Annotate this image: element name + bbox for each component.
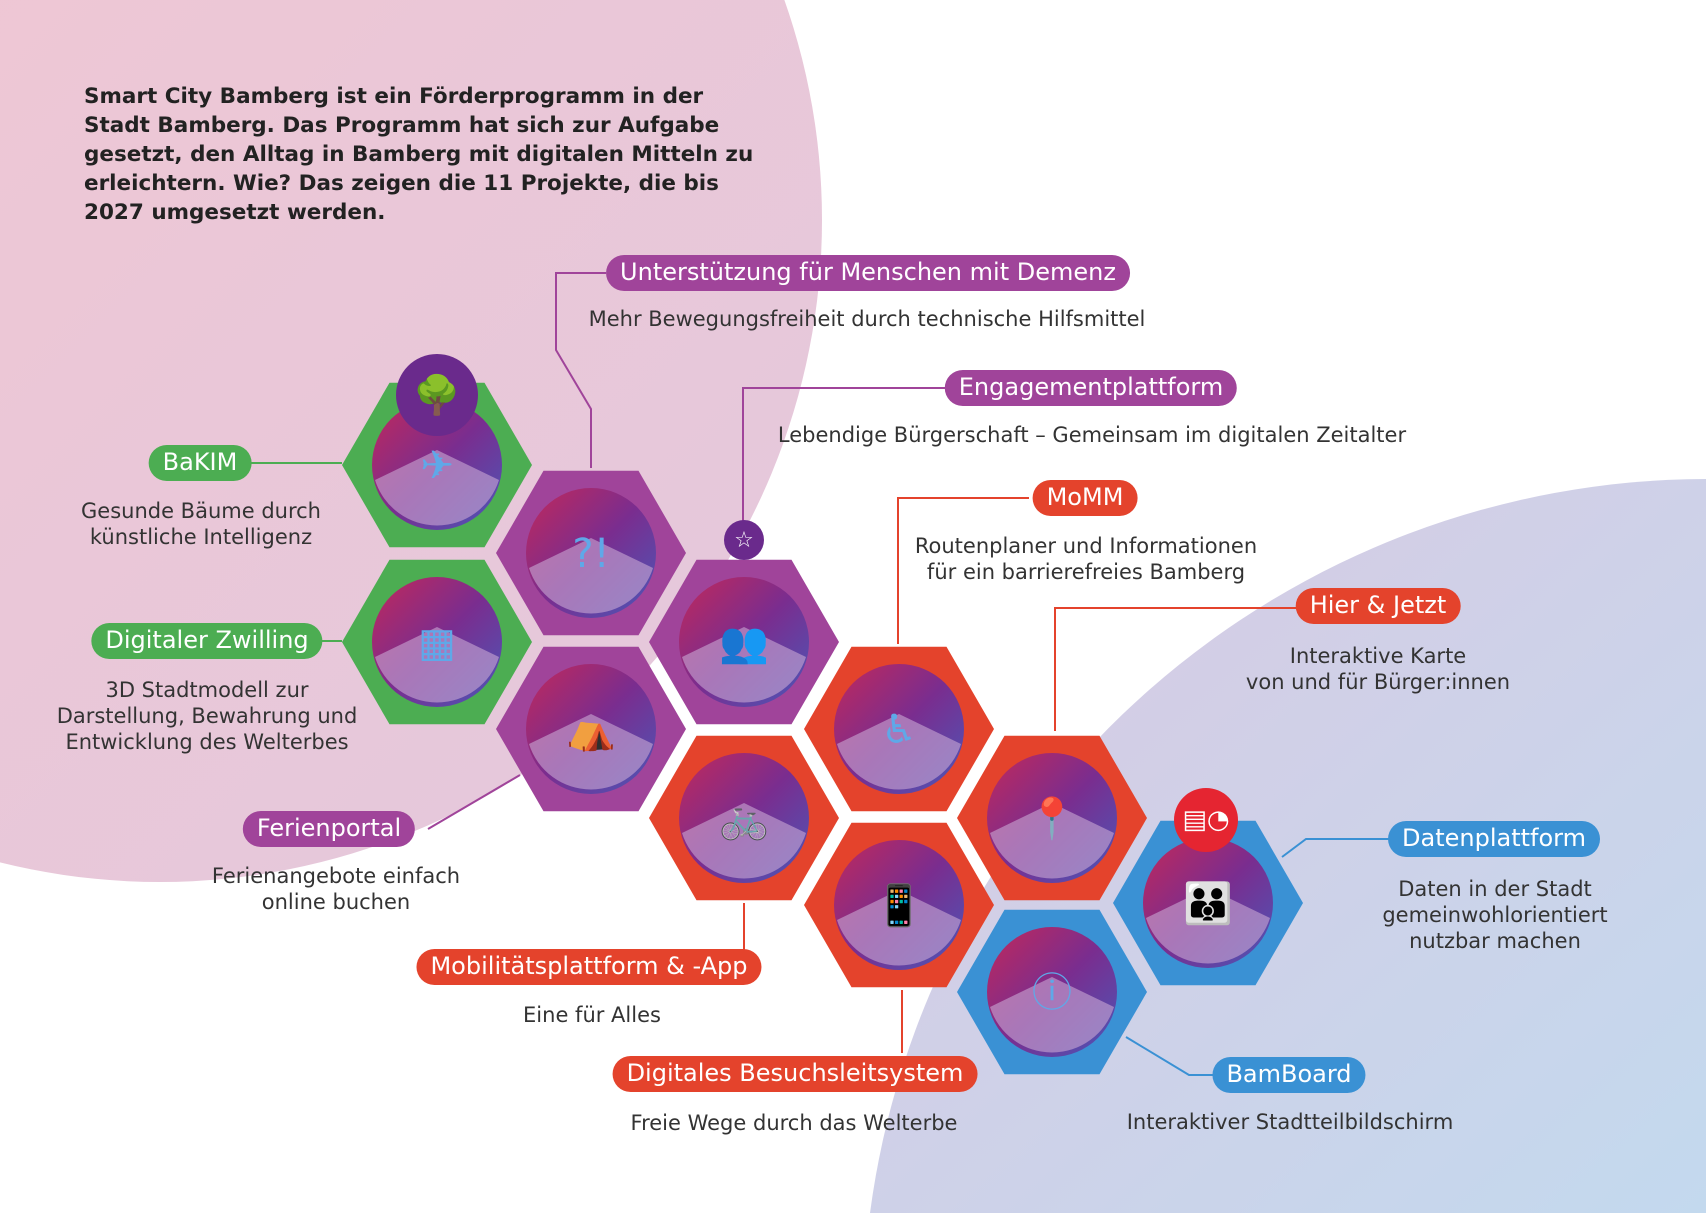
illustration-floor — [682, 627, 806, 703]
tree-check-icon: 🌳 — [396, 354, 478, 436]
intro-text: Smart City Bamberg ist ein Förderprogram… — [84, 84, 754, 225]
illustration-floor — [1146, 888, 1270, 964]
illustration-floor — [837, 714, 961, 790]
desc-demenz: Mehr Bewegungsfreiheit durch technische … — [588, 307, 1146, 331]
illustration-floor — [529, 714, 653, 790]
label-besuchsleitsystem[interactable]: Digitales Besuchsleitsystem — [612, 1056, 978, 1092]
illustration-floor — [990, 803, 1114, 879]
desc-mobilitaetsplattform: Eine für Alles — [523, 1003, 661, 1027]
drone-icon: ✈ — [420, 443, 454, 489]
star-icon: ☆ — [724, 520, 764, 560]
label-bakim[interactable]: BaKIM — [148, 445, 252, 481]
hexagon-momm[interactable]: ♿ — [804, 646, 994, 812]
label-ferienportal[interactable]: Ferienportal — [242, 811, 416, 847]
elderly-person-icon: ?! — [572, 531, 609, 577]
label-demenz[interactable]: Unterstützung für Menschen mit Demenz — [606, 255, 1130, 291]
hexagon-bakim[interactable]: ✈ — [342, 382, 532, 548]
smartphone-icon: 📱 — [874, 882, 924, 929]
desc-besuchsleitsystem: Freie Wege durch das Welterbe — [630, 1111, 958, 1135]
hexagon-engagement[interactable]: 👥 — [649, 559, 839, 725]
info-screen-icon: ⓘ — [1032, 970, 1072, 1016]
label-engagementplattform[interactable]: Engagementplattform — [944, 370, 1238, 406]
illustration-floor — [375, 627, 499, 703]
wheelchair-icon: ♿ — [881, 707, 917, 753]
label-hier-jetzt[interactable]: Hier & Jetzt — [1295, 588, 1461, 624]
hexagon-zwilling[interactable]: ▦ — [342, 559, 532, 725]
label-datenplattform[interactable]: Datenplattform — [1388, 821, 1600, 857]
illustration-floor — [990, 977, 1114, 1053]
hexagon-mobil[interactable]: 🚲 — [649, 735, 839, 901]
hexagon-hier[interactable]: 📍 — [957, 735, 1147, 901]
city-model-icon: ▦ — [418, 620, 456, 666]
desc-engagementplattform: Lebendige Bürgerschaft – Gemeinsam im di… — [777, 423, 1407, 447]
label-mobilitaetsplattform[interactable]: Mobilitätsplattform & -App — [416, 949, 762, 985]
hexagon-daten[interactable]: 👪 — [1113, 820, 1303, 986]
hexagon-besuch[interactable]: 📱 — [804, 822, 994, 988]
desc-bamboard: Interaktiver Stadtteilbildschirm — [1126, 1110, 1454, 1134]
illustration-floor — [529, 538, 653, 614]
bicycle-icon: 🚲 — [719, 796, 769, 842]
hexagon-bamboard[interactable]: ⓘ — [957, 909, 1147, 1075]
volunteers-icon: 👥 — [719, 620, 769, 666]
illustration-floor — [682, 803, 806, 879]
hexagon-demenz[interactable]: ?! — [496, 470, 686, 636]
label-bamboard[interactable]: BamBoard — [1212, 1057, 1366, 1093]
label-digitaler-zwilling[interactable]: Digitaler Zwilling — [91, 623, 323, 659]
illustration-floor — [375, 450, 499, 526]
label-momm[interactable]: MoMM — [1032, 480, 1138, 516]
hexagon-ferien[interactable]: ⛺ — [496, 646, 686, 812]
map-pin-icon: 📍 — [1027, 795, 1077, 842]
people-data-icon: 👪 — [1183, 880, 1233, 927]
tent-icon: ⛺ — [566, 707, 616, 753]
chart-icon: ▤◔ — [1174, 788, 1238, 852]
illustration-floor — [837, 890, 961, 966]
